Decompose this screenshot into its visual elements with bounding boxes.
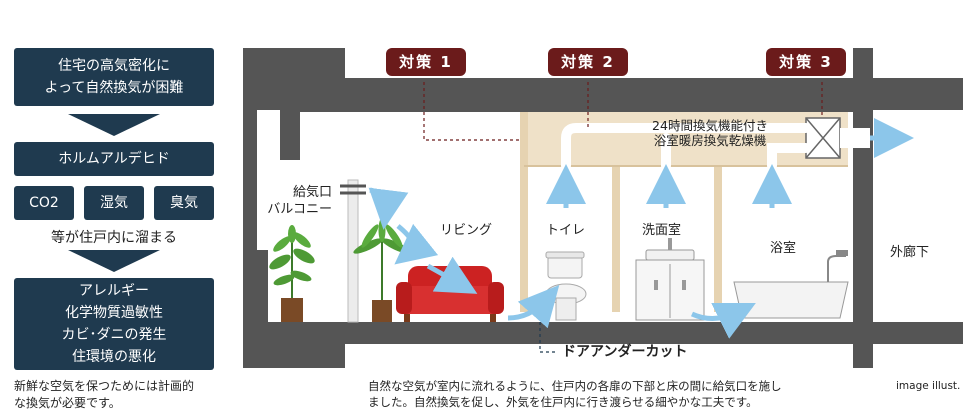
left-note: 新鮮な空気を保つためには計画的 な換気が必要です。: [14, 378, 234, 412]
supply-label-line-2: バルコニー: [267, 202, 332, 217]
effect-line-3: カビ･ダニの発生: [61, 327, 167, 343]
leader-lines: [423, 82, 823, 353]
plant-left: [269, 225, 315, 322]
left-wall: [243, 110, 257, 250]
room-bathroom: 浴室: [770, 241, 797, 256]
effects-box: アレルギー 化学物質過敏性 カビ･ダニの発生 住環境の悪化: [14, 278, 214, 370]
effect-line-4: 住環境の悪化: [72, 349, 156, 365]
partition-living-toilet: [520, 112, 528, 312]
cause-box: 住宅の高気密化に よって自然換気が困難: [14, 48, 214, 106]
dryer-label-line-2: 浴室暖房換気乾燥機: [653, 133, 767, 148]
exhaust-duct: [840, 128, 870, 148]
measure-3-badge: 対策 3: [766, 48, 846, 76]
caption-line-2: ました。自然換気を促し、外気を住戸内に行き渡らせる細やかな工夫です。: [368, 395, 758, 409]
formaldehyde-box: ホルムアルデヒド: [14, 142, 214, 176]
partition-toilet-wash: [612, 166, 620, 312]
red-sofa: [396, 266, 504, 322]
image-illust-note: image illust.: [896, 380, 961, 392]
dryer-label-line-1: 24時間換気機能付き: [652, 118, 768, 133]
room-washroom: 洗面室: [642, 223, 682, 238]
humidity-box: 湿気: [84, 186, 144, 220]
effect-line-1: アレルギー: [79, 283, 149, 299]
measure-1-badge: 対策 1: [386, 48, 466, 76]
left-note-line-1: 新鮮な空気を保つためには計画的: [14, 379, 195, 393]
toilet-fixture: [545, 251, 587, 321]
odor-box: 臭気: [154, 186, 214, 220]
supply-label-line-1: 給気口: [292, 185, 332, 200]
room-living: リビング: [440, 223, 493, 238]
down-arrow-2: [68, 250, 160, 272]
accumulate-text: 等が住戸内に溜まる: [51, 230, 177, 246]
supply-label: 給気口 バルコニー: [248, 184, 332, 218]
internal-ducts: [561, 123, 811, 171]
cause-line-1: 住宅の高気密化に: [58, 58, 170, 74]
down-arrow-1: [68, 114, 160, 136]
partition-wash-bath: [714, 166, 722, 312]
duct-zone: [524, 112, 848, 166]
room-toilet: トイレ: [546, 223, 586, 238]
dryer-label: 24時間換気機能付き 浴室暖房換気乾燥機: [620, 118, 800, 148]
floor-slab: [243, 250, 963, 368]
bathtub-fixture: [733, 250, 849, 319]
room-corridor: 外廊下: [890, 245, 930, 260]
measure-2-badge: 対策 2: [548, 48, 628, 76]
effect-line-2: 化学物質過敏性: [65, 305, 163, 321]
washbasin-fixture: [635, 238, 705, 321]
door-undercut-label: ドアアンダーカット: [562, 344, 688, 360]
co2-box: CO2: [14, 186, 74, 220]
cause-line-2: よって自然換気が困難: [44, 80, 184, 96]
diagram-caption: 自然な空気が室内に流れるように、住戸内の各扉の下部と床の間に給気口を施し ました…: [368, 378, 868, 410]
left-note-line-2: な換気が必要です。: [14, 396, 121, 410]
bath-dryer-unit: [805, 117, 841, 159]
ceiling-slab: [243, 48, 963, 160]
caption-line-1: 自然な空気が室内に流れるように、住戸内の各扉の下部と床の間に給気口を施し: [368, 379, 782, 393]
outer-corridor-wall: [853, 112, 873, 322]
airflow-arrows: [368, 164, 792, 339]
